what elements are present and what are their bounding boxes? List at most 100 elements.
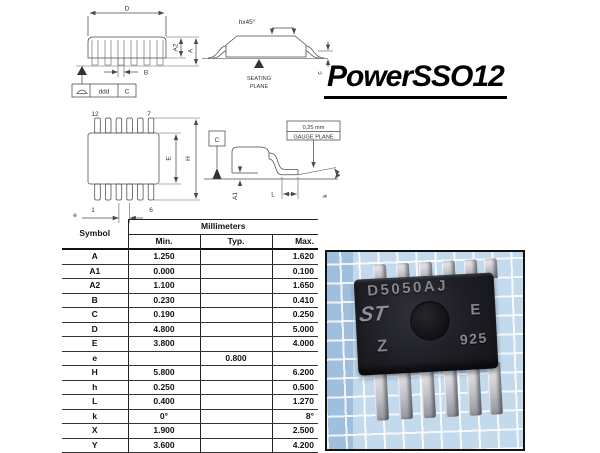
cell-max: 1.620 xyxy=(272,249,318,265)
datum-triangle xyxy=(212,168,222,179)
cell-max: 0.500 xyxy=(272,380,318,395)
pin-label-1: 1 xyxy=(91,207,95,214)
dim-label-k: k xyxy=(322,194,329,198)
cell-typ: 0.800 xyxy=(200,351,273,366)
cell-max: 0.100 xyxy=(272,264,318,279)
cell-max xyxy=(272,351,318,366)
cell-max: 6.200 xyxy=(272,365,318,381)
dim-label-a1: A1 xyxy=(232,192,239,200)
cell-max: 2.500 xyxy=(272,423,318,439)
cell-symbol: Y xyxy=(62,438,129,453)
end-view-drawing: hx45° SEATING PLANE c xyxy=(202,18,333,90)
flatness-datum-box: ddd C xyxy=(71,83,137,98)
dim-label-e-body: E xyxy=(166,156,173,161)
column-header-min: Min. xyxy=(128,234,201,250)
cell-typ xyxy=(200,322,273,337)
cell-typ xyxy=(200,394,273,410)
column-header-symbol: Symbol xyxy=(62,219,129,250)
cell-typ xyxy=(200,409,273,424)
cell-typ xyxy=(200,307,273,323)
flatness-symbol-icon xyxy=(76,89,88,94)
cell-symbol: A2 xyxy=(62,278,129,294)
cell-symbol: h xyxy=(62,380,129,395)
chip-marking-z: Z xyxy=(376,336,389,356)
gauge-plane-box: 0,25 mm GAUGE PLANE xyxy=(286,120,341,141)
cell-symbol: L xyxy=(62,394,129,410)
cell-min: 0.190 xyxy=(128,307,201,323)
cell-max: 0.250 xyxy=(272,307,318,323)
dim-label-l: L xyxy=(271,192,275,199)
dim-label-b: B xyxy=(144,70,148,77)
cell-symbol: B xyxy=(62,293,129,308)
cell-max: 4.200 xyxy=(272,438,318,453)
cell-typ xyxy=(200,293,273,308)
cell-typ xyxy=(200,423,273,439)
cell-max: 4.000 xyxy=(272,336,318,352)
cell-max: 1.650 xyxy=(272,278,318,294)
chip-lead xyxy=(420,365,436,419)
cell-typ xyxy=(200,336,273,352)
dim-label-c: c xyxy=(317,71,324,75)
dim-label-pitch-e: e xyxy=(73,212,77,219)
package-body-outline xyxy=(87,132,160,185)
datum-tolerance-label: ddd xyxy=(99,89,110,96)
cell-symbol: A1 xyxy=(62,264,129,279)
page-title: PowerSSO12 xyxy=(324,60,507,99)
cell-min: 0° xyxy=(128,409,201,424)
cell-min: 1.250 xyxy=(128,249,201,265)
lead-detail-drawing: C A1 L 0,25 mm GAUGE PLANE k xyxy=(204,120,341,200)
cell-typ xyxy=(200,249,273,265)
cell-min: 1.100 xyxy=(128,278,201,294)
chamfer-label: hx45° xyxy=(239,18,256,26)
chip-lead xyxy=(373,368,390,421)
cell-typ xyxy=(200,278,273,294)
cell-min: 0.250 xyxy=(128,380,201,395)
cell-typ xyxy=(200,365,273,381)
cell-min: 0.230 xyxy=(128,293,201,308)
chip-marking-e: E xyxy=(469,301,481,319)
chip-marking-part-number: D5050AJ xyxy=(366,277,449,300)
cell-symbol: C xyxy=(62,307,129,323)
seating-plane-datum-triangle xyxy=(77,66,87,75)
cell-symbol: E xyxy=(62,336,129,352)
gauge-value-label: 0,25 mm xyxy=(303,125,325,131)
cell-symbol: X xyxy=(62,423,129,439)
column-header-max: Max. xyxy=(272,234,318,250)
datum-c-label: C xyxy=(215,137,220,144)
cell-min: 3.800 xyxy=(128,336,201,352)
cell-symbol: k xyxy=(62,409,129,424)
cell-max: 8° xyxy=(272,409,318,424)
gauge-plane-label: GAUGE PLANE xyxy=(293,135,333,141)
side-view-drawing: D A2 A B ddd C xyxy=(71,6,199,98)
chip-marking-date-code: 925 xyxy=(459,329,489,348)
chip-lead xyxy=(397,366,414,420)
dim-label-d: D xyxy=(125,6,130,13)
cell-typ xyxy=(200,264,273,279)
table-subheader-row: Min. Typ. Max. xyxy=(62,234,318,250)
cell-min: 1.900 xyxy=(128,423,201,439)
chip: D5050AJ ST E Z 925 xyxy=(351,258,503,425)
cell-max: 5.000 xyxy=(272,322,318,337)
cell-symbol: A xyxy=(62,249,129,265)
cell-min: 0.400 xyxy=(128,394,201,410)
column-header-typ: Typ. xyxy=(200,234,273,250)
top-pins xyxy=(94,117,155,134)
pin-label-7: 7 xyxy=(147,111,151,118)
bottom-pins xyxy=(94,183,155,201)
cell-typ xyxy=(200,438,273,453)
seating-plane-label-2: PLANE xyxy=(250,84,269,90)
